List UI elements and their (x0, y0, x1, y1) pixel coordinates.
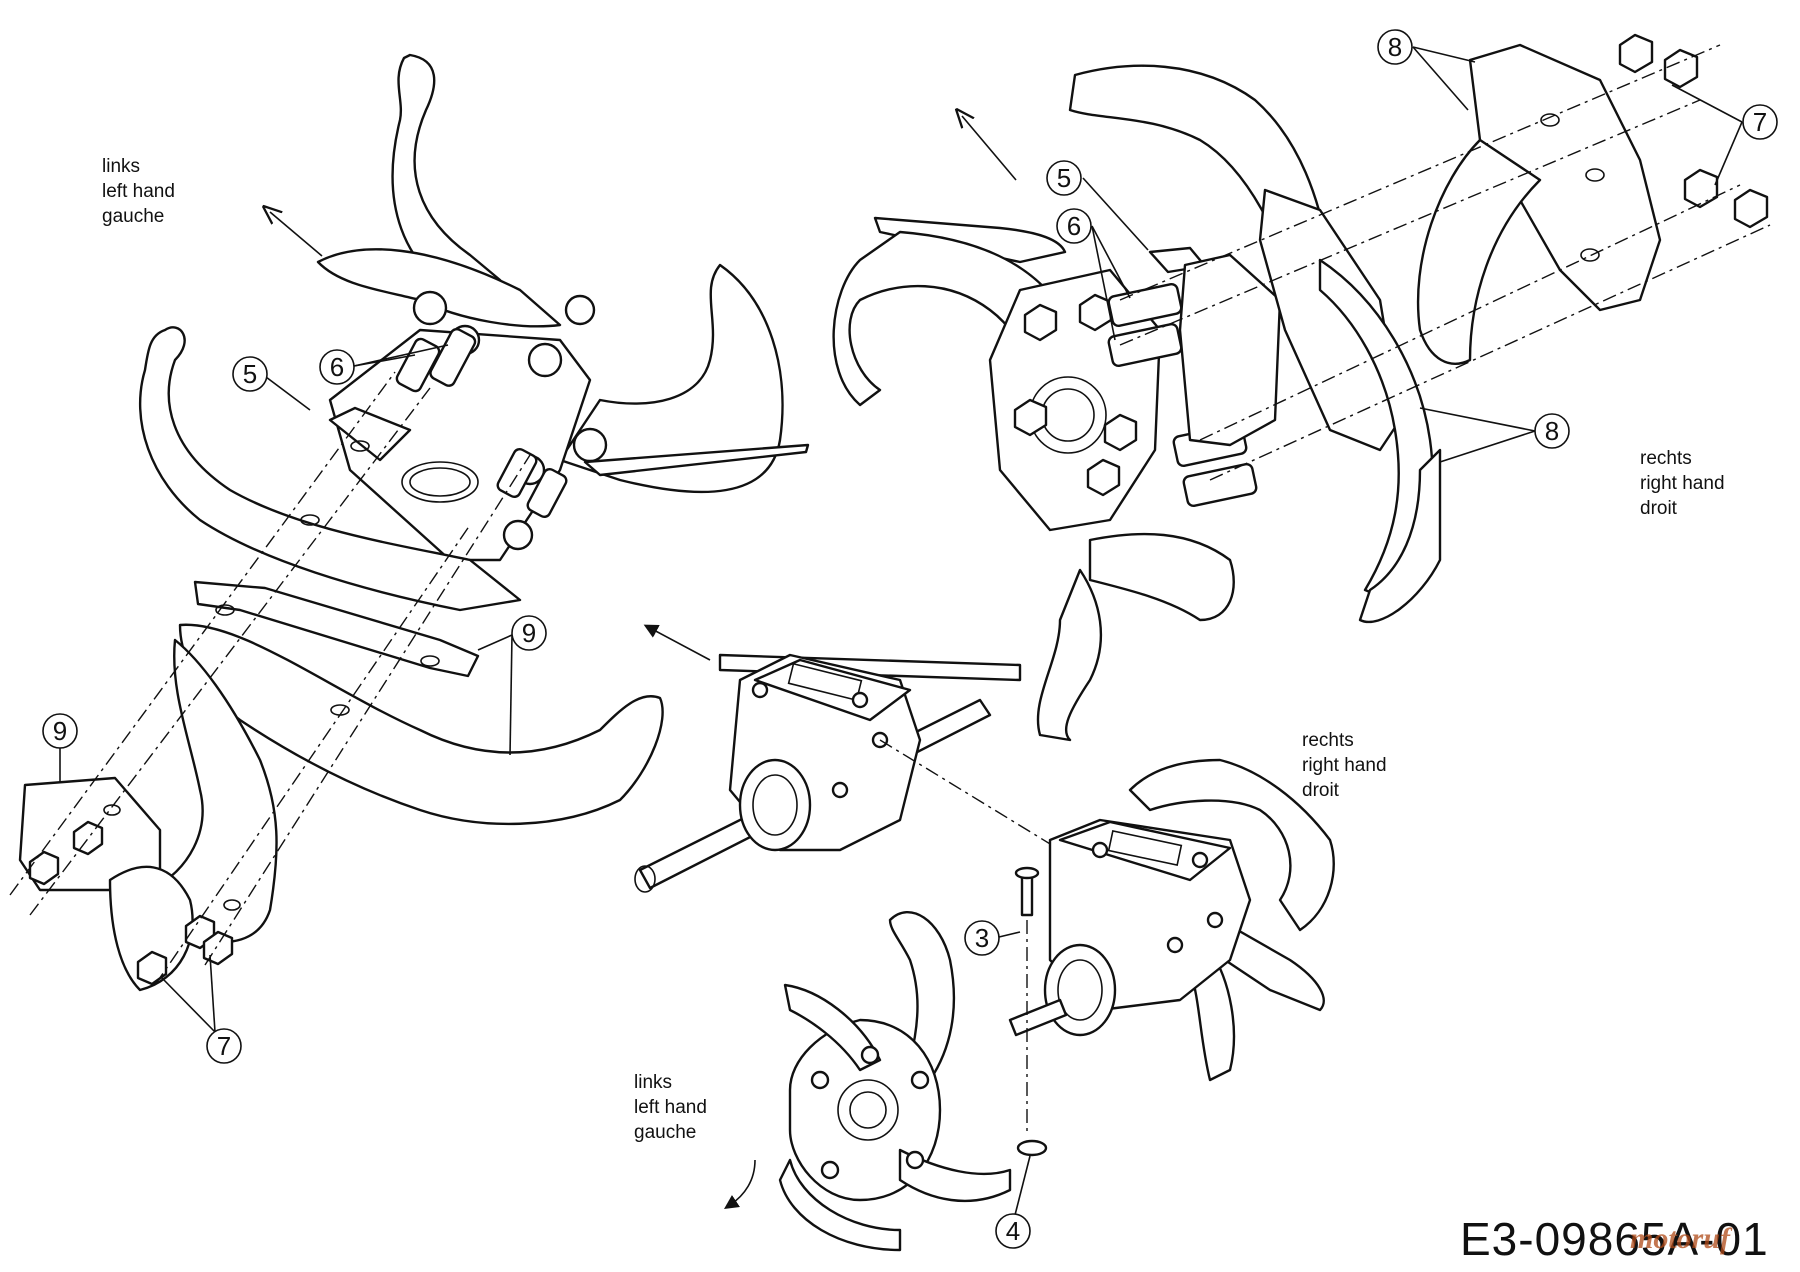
carriage-bolt (429, 327, 477, 387)
callout-9-left: 9 (53, 716, 67, 746)
carriage-bolt (1107, 282, 1183, 328)
watermark: motoruf (1630, 1222, 1731, 1255)
callout-5-right: 5 (1057, 163, 1071, 193)
carriage-bolt (395, 337, 441, 393)
tine-blade (178, 623, 664, 826)
callout-5-left: 5 (243, 359, 257, 389)
tine-blade (1128, 758, 1335, 932)
callout-8-bottom: 8 (1545, 416, 1559, 446)
tine-blade (583, 443, 810, 477)
callout-8-top: 8 (1388, 32, 1402, 62)
label-right-hand-top: rechts right hand droit (1640, 448, 1725, 519)
label-right-hand-mid: rechts right hand droit (1302, 730, 1387, 801)
square-collar (1178, 253, 1282, 447)
direction-arrow-center (643, 624, 711, 661)
gearbox-assembly-top (634, 624, 1022, 893)
carriage-bolt (1182, 462, 1258, 508)
direction-arrow-right (962, 116, 1017, 181)
drawing-code: E3-09865A-01 (1460, 1213, 1769, 1265)
callouts-center: 3 4 (964, 920, 1031, 1249)
callout-3: 3 (975, 923, 989, 953)
gearbox-cover (1058, 820, 1232, 882)
gearbox-cover (753, 658, 912, 722)
label-left-hand-bottom: links left hand gauche (634, 1072, 707, 1143)
label-left-hand-top: links left hand gauche (102, 156, 175, 227)
tine-blade (873, 216, 1067, 264)
left-tine-assembly (9, 53, 810, 992)
tine-blade (1358, 448, 1442, 623)
callout-9-mid: 9 (522, 618, 536, 648)
bearing (738, 758, 812, 852)
callout-7-left: 7 (217, 1031, 231, 1061)
callout-6-right: 6 (1067, 211, 1081, 241)
spacer-plate (328, 406, 412, 462)
bearing (1043, 943, 1117, 1037)
tine-blade (778, 1158, 902, 1252)
lock-clip (1016, 1139, 1048, 1157)
drive-shaft (1008, 998, 1068, 1037)
tine-blade (898, 1148, 1012, 1203)
gearbox-assembly-bottom (724, 739, 1335, 1252)
rotation-arrow (724, 1159, 756, 1209)
hub-bore (837, 1079, 899, 1141)
right-tine-assembly (832, 33, 1771, 742)
callout-7-right: 7 (1753, 107, 1767, 137)
hub-bolts (810, 1045, 930, 1180)
tine-blade (558, 263, 784, 494)
hub-bore (401, 461, 479, 503)
callout-4: 4 (1006, 1216, 1020, 1246)
mounting-plate (1258, 188, 1402, 452)
tine-blade (1208, 918, 1325, 1012)
hex-nuts-right (1618, 33, 1769, 229)
tine-blade (783, 983, 882, 1072)
tine-blade (138, 326, 522, 612)
carriage-bolt (526, 467, 568, 519)
hub-bolts (1013, 293, 1138, 497)
tine-blade (1036, 568, 1103, 742)
tine-blade (1416, 138, 1542, 365)
carriage-bolt (1107, 322, 1183, 368)
direction-arrow-left (270, 212, 323, 257)
clevis-pin (1020, 873, 1034, 917)
callout-6-left: 6 (330, 352, 344, 382)
callouts-left: 5 6 9 9 7 (42, 344, 547, 1064)
tine-blade (148, 638, 278, 943)
tine-blade (1088, 532, 1235, 622)
callouts-right: 5 6 8 8 7 (1046, 29, 1778, 463)
tine-blade (316, 248, 562, 328)
